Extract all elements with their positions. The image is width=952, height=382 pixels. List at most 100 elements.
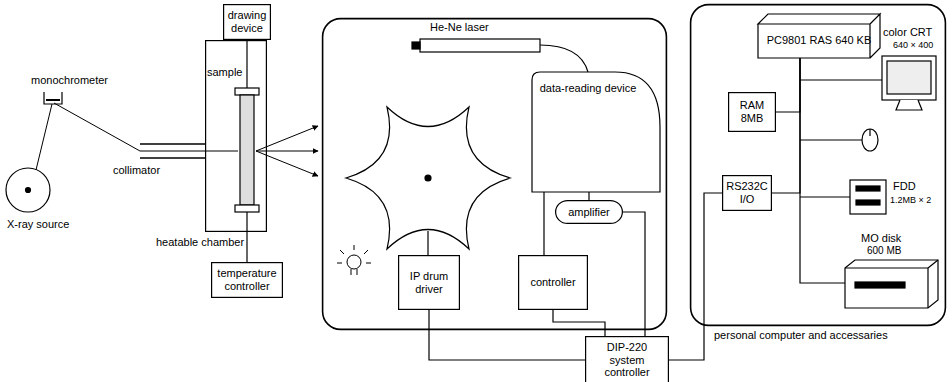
text-block: data-reading device bbox=[532, 72, 660, 99]
part-label: MO disk bbox=[860, 232, 902, 245]
floppy-drive bbox=[850, 180, 886, 214]
holder-rod bbox=[246, 212, 247, 232]
part-label: FDD bbox=[892, 180, 917, 193]
imaging-plate-drum bbox=[346, 107, 510, 255]
text-block: temperature controller bbox=[211, 264, 283, 295]
outline-rect bbox=[691, 5, 946, 326]
node-label: IP drum driver bbox=[401, 270, 457, 295]
amplifier-box: amplifier bbox=[555, 200, 623, 224]
reader-housing: He-Ne laserdata-reading deviceamplifierI… bbox=[322, 18, 667, 330]
text-block: IP drum driver bbox=[398, 267, 460, 298]
crt-stand bbox=[896, 100, 922, 110]
node-label: DIP-220 system controller bbox=[588, 341, 666, 379]
signal-wire bbox=[588, 192, 589, 200]
text-block: PC9801 RAS 640 KB bbox=[758, 22, 880, 50]
he-ne-laser bbox=[412, 39, 588, 72]
part-label: collimator bbox=[112, 164, 161, 177]
text-block: personal computer and accessaries bbox=[714, 329, 888, 342]
color-crt bbox=[882, 56, 936, 110]
drawing-rod bbox=[246, 40, 247, 88]
xray-tube bbox=[6, 168, 50, 212]
signal-wire bbox=[543, 192, 544, 255]
drum-axis bbox=[425, 175, 431, 181]
signal-wire bbox=[772, 58, 800, 193]
node-label: sample bbox=[207, 66, 265, 79]
part-label: X-ray source bbox=[6, 218, 70, 231]
mo-case bbox=[845, 260, 938, 308]
heatable-chamber: sample bbox=[205, 40, 267, 232]
node-label: drawing device bbox=[226, 9, 268, 34]
outline-rect bbox=[323, 19, 667, 330]
part-label: monochrometer bbox=[30, 74, 109, 87]
diffracted-beam bbox=[256, 151, 318, 176]
text-block: drawing device bbox=[223, 6, 271, 37]
interface-box: RS232C I/O bbox=[722, 175, 772, 211]
controller-box: controller bbox=[518, 255, 588, 310]
driver-box: IP drum driver bbox=[398, 255, 460, 310]
system-controller: DIP-220 system controller bbox=[585, 336, 669, 382]
mo-slot bbox=[855, 282, 905, 288]
outline-rect bbox=[729, 93, 776, 132]
outline-rect bbox=[224, 5, 271, 40]
bus-line bbox=[800, 58, 845, 283]
laser-end bbox=[412, 42, 420, 49]
beam-line bbox=[36, 104, 52, 170]
outline-path bbox=[532, 72, 660, 192]
laser-tube bbox=[420, 39, 540, 52]
signal-wire bbox=[246, 232, 247, 262]
node-label: data-reading device bbox=[536, 82, 640, 95]
node-label: RS232C I/O bbox=[725, 180, 769, 205]
collimator-tube bbox=[140, 143, 205, 145]
monochromator-crystal bbox=[46, 99, 60, 101]
crt-case bbox=[882, 56, 936, 100]
sample-fiber bbox=[240, 95, 254, 205]
part-label: color CRT bbox=[882, 26, 933, 39]
node-label: amplifier bbox=[558, 206, 620, 219]
fdd-case bbox=[850, 180, 886, 214]
memory-box: RAM 8MB bbox=[728, 92, 776, 132]
mouse-body bbox=[862, 129, 878, 151]
monochromator bbox=[44, 92, 62, 104]
node-label: RAM 8MB bbox=[731, 99, 773, 124]
text-block: DIP-220 system controller bbox=[585, 338, 669, 382]
text-block: controller bbox=[518, 273, 588, 292]
xray-focus bbox=[26, 188, 31, 193]
bus-branch bbox=[800, 79, 882, 80]
spec-label: 1.2MB × 2 bbox=[889, 195, 932, 205]
mouse-button bbox=[869, 129, 870, 136]
reading-device: data-reading device bbox=[532, 72, 660, 192]
bus-branch bbox=[800, 196, 850, 197]
spec-label: 640 × 400 bbox=[892, 40, 934, 50]
node-label: personal computer and accessaries bbox=[714, 329, 888, 342]
mo-edge bbox=[928, 260, 938, 268]
signal-wire bbox=[623, 212, 645, 336]
spec-label: 600 MB bbox=[866, 245, 902, 257]
beam-line bbox=[54, 103, 238, 151]
text-block: sample bbox=[205, 40, 267, 81]
diffracted-beam bbox=[256, 151, 318, 152]
outline-rect bbox=[723, 176, 772, 211]
crt-screen bbox=[887, 61, 931, 94]
outline-rect bbox=[556, 201, 623, 224]
lamp-rays bbox=[337, 245, 371, 275]
erasing-lamp bbox=[337, 245, 371, 275]
computer-housing: personal computer and accessariesPC9801 … bbox=[690, 4, 946, 326]
text-block: RAM 8MB bbox=[728, 96, 776, 127]
mouse bbox=[862, 129, 878, 151]
controller-box: temperature controller bbox=[211, 262, 283, 298]
outline-rect bbox=[206, 41, 267, 232]
text-block: RS232C I/O bbox=[722, 177, 772, 208]
sample-clamp bbox=[235, 205, 259, 212]
node-label: temperature controller bbox=[214, 267, 280, 292]
lamp-bulb bbox=[347, 255, 361, 269]
outline-path bbox=[758, 14, 880, 58]
collimator-tube bbox=[140, 157, 205, 159]
outline-rect bbox=[586, 337, 669, 382]
diffracted-beam bbox=[256, 126, 318, 151]
ip-drum bbox=[346, 107, 510, 249]
xray-beam bbox=[36, 103, 318, 176]
part-label: heatable chamber bbox=[155, 236, 245, 249]
fdd-slot bbox=[856, 200, 880, 205]
outline-rect bbox=[212, 263, 283, 298]
node-label: controller bbox=[521, 276, 585, 289]
